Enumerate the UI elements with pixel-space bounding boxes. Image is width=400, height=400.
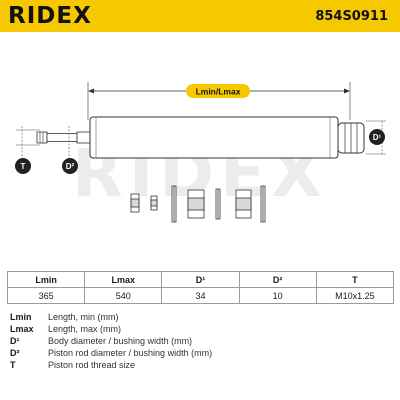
value-d1: 34 <box>161 287 240 304</box>
legend-code: T <box>10 360 16 370</box>
header-lmax: Lmax <box>84 271 163 288</box>
bushing-1 <box>187 189 205 219</box>
legend: Lmin Length, min (mm) Lmax Length, max (… <box>10 311 212 371</box>
t-badge: T <box>21 162 26 171</box>
nut-left <box>130 193 140 213</box>
d2-badge: D² <box>66 162 75 171</box>
table-row: 365 540 34 10 M10x1.25 <box>6 287 395 304</box>
legend-desc: Piston rod thread size <box>48 360 136 370</box>
shock-absorber-drawing: RIDEX Lmin/Lmax D¹ <box>15 82 386 223</box>
legend-code: Lmin <box>10 312 32 322</box>
legend-desc: Body diameter / bushing width (mm) <box>48 336 193 346</box>
rod-dimensions: T D² <box>15 126 78 174</box>
piston-rod <box>36 131 91 144</box>
part-number: 854S0911 <box>315 9 388 24</box>
washer-2 <box>215 188 221 220</box>
legend-item: D² Piston rod diameter / bushing width (… <box>10 347 212 359</box>
legend-code: Lmax <box>10 324 34 334</box>
value-lmin: 365 <box>6 287 86 304</box>
value-t: M10x1.25 <box>315 287 395 304</box>
spec-table: Lmin Lmax D¹ D² T 365 540 34 10 M10x1.25 <box>6 271 395 304</box>
dimension-label: Lmin/Lmax <box>196 87 241 97</box>
d1-badge: D¹ <box>373 133 382 142</box>
header-t: T <box>315 271 395 288</box>
legend-item: T Piston rod thread size <box>10 359 212 371</box>
mounting-hardware <box>130 185 266 223</box>
legend-code: D¹ <box>10 336 20 346</box>
value-d2: 10 <box>238 287 317 304</box>
shock-body <box>89 116 339 159</box>
header-bar: RIDEX 854S0911 <box>0 0 400 32</box>
length-dimension: Lmin/Lmax <box>87 82 351 120</box>
bushing-2 <box>235 189 252 219</box>
legend-desc: Length, min (mm) <box>48 312 119 322</box>
legend-desc: Length, max (mm) <box>48 324 122 334</box>
legend-item: D¹ Body diameter / bushing width (mm) <box>10 335 212 347</box>
value-lmax: 540 <box>84 287 163 304</box>
eye-mount <box>337 122 365 154</box>
legend-item: Lmin Length, min (mm) <box>10 311 212 323</box>
legend-item: Lmax Length, max (mm) <box>10 323 212 335</box>
header-d2: D² <box>238 271 317 288</box>
washer-3 <box>260 185 266 223</box>
d1-dimension: D¹ <box>366 120 386 155</box>
legend-code: D² <box>10 348 20 358</box>
brand-logo: RIDEX <box>8 3 92 29</box>
nut-right <box>150 195 158 211</box>
header-lmin: Lmin <box>6 271 86 288</box>
legend-desc: Piston rod diameter / bushing width (mm) <box>48 348 213 358</box>
washer-1 <box>171 185 177 223</box>
header-d1: D¹ <box>161 271 240 288</box>
table-header-row: Lmin Lmax D¹ D² T <box>6 271 395 288</box>
